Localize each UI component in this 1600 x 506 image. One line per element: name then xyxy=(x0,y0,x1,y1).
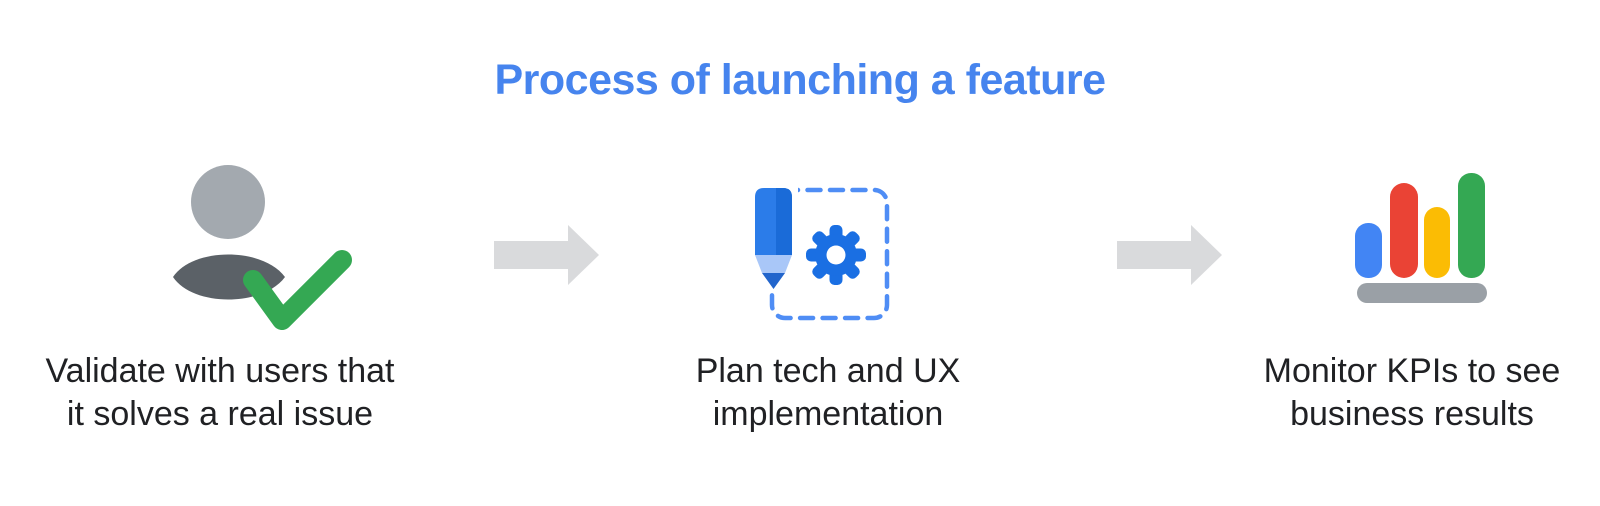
caption-line: Validate with users that xyxy=(45,352,395,390)
user-check-icon xyxy=(173,165,352,330)
bar-yellow xyxy=(1424,207,1450,278)
step-caption-plan: Plan tech and UX implementation xyxy=(628,350,1028,436)
pencil-gear-icon xyxy=(749,180,890,321)
gear-shape xyxy=(806,225,866,285)
caption-line: Plan tech and UX xyxy=(695,352,961,390)
caption-line: it solves a real issue xyxy=(66,395,374,433)
user-head-shape xyxy=(191,165,265,239)
right-arrow-icon xyxy=(1117,225,1222,285)
pencil-tip-shape xyxy=(762,273,785,289)
step-caption-validate: Validate with users that it solves a rea… xyxy=(0,350,440,436)
step-caption-monitor: Monitor KPIs to see business results xyxy=(1212,350,1600,436)
bar-red xyxy=(1390,183,1418,278)
caption-line: Monitor KPIs to see xyxy=(1263,352,1561,390)
bar-chart-icon xyxy=(1355,173,1487,303)
caption-line: business results xyxy=(1290,395,1534,433)
page-title: Process of launching a feature xyxy=(494,56,1106,104)
right-arrow-icon xyxy=(494,225,599,285)
bar-green xyxy=(1458,173,1485,278)
checkmark-shape xyxy=(243,250,352,330)
bar-base xyxy=(1357,283,1487,303)
bar-blue xyxy=(1355,223,1382,278)
caption-line: implementation xyxy=(712,395,944,433)
pencil-collar-shape xyxy=(755,255,792,273)
